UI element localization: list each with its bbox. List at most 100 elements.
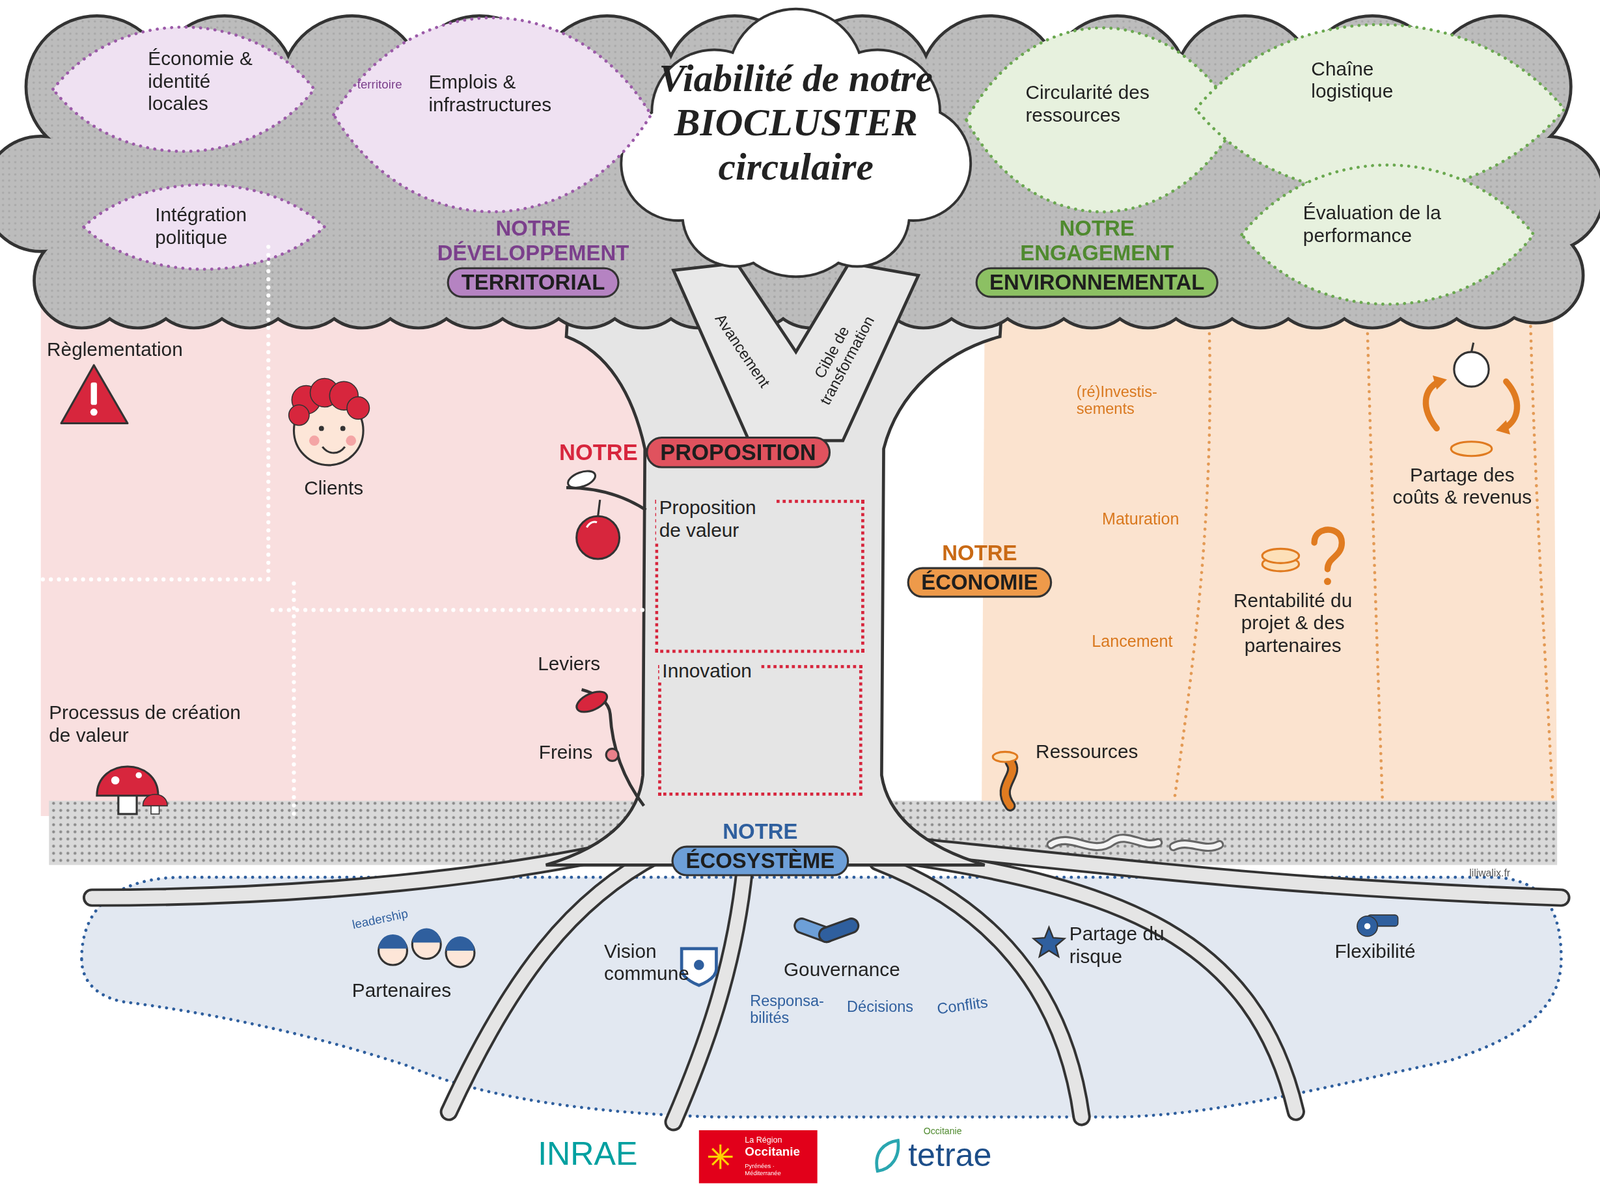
pink-region	[41, 244, 654, 817]
canopy	[0, 17, 1600, 327]
node-text: territoire	[357, 78, 403, 94]
worm-coin	[1005, 762, 1013, 806]
canopy	[0, 17, 1600, 327]
canvas-cell: Processus de création de valeur	[41, 581, 297, 817]
mushroom-icon	[111, 776, 120, 786]
title-cloud	[622, 10, 970, 276]
trunk	[546, 255, 1006, 866]
leaf-box: Circularité des ressources	[964, 25, 1240, 215]
node-text: Conflits	[936, 989, 1015, 1018]
client-face	[340, 425, 346, 431]
partners-icon	[445, 936, 475, 952]
circular-arrows-icon	[1173, 104, 1212, 136]
label-text: Occitanie	[923, 1126, 963, 1138]
node-text: Clients	[303, 477, 427, 500]
node-text: leadership	[351, 907, 410, 933]
ground	[1173, 844, 1220, 848]
dotted-box: Innovation	[658, 665, 863, 797]
orange-region	[1530, 326, 1553, 807]
mushroom-icon	[142, 794, 168, 807]
shield-icon	[693, 960, 705, 971]
whistle-icon	[1357, 916, 1378, 937]
region-logo	[712, 1148, 729, 1166]
leaf-box: Intégration politique	[81, 183, 327, 271]
apple-cycle	[1432, 375, 1448, 390]
leaf-outline	[1195, 24, 1565, 194]
tetrae-logo	[876, 1141, 899, 1172]
node-text: Partage des coûts & revenus	[1385, 464, 1539, 509]
leaf-outline	[333, 17, 652, 212]
whistle-icon	[1357, 915, 1399, 937]
sprout-icon	[121, 210, 142, 227]
apple-cycle	[1471, 343, 1474, 353]
title-cloud	[622, 10, 970, 276]
node-text: NOTRE DÉVELOPPEMENT	[430, 216, 636, 266]
node-text: Responsa- bilités	[749, 992, 830, 1028]
map-icon	[111, 71, 114, 105]
label-text: Leviers	[537, 652, 601, 676]
orange-region	[981, 305, 1558, 817]
apple-icon	[598, 499, 601, 517]
node-text: Évaluation de la performance	[1303, 201, 1457, 247]
handshake-icon	[816, 917, 860, 945]
leaf-outline	[966, 27, 1239, 213]
leaf-box: Chaîne logistique	[1193, 22, 1567, 196]
economy-column: Rentabilité du projet & des partenaires	[1204, 326, 1378, 817]
label-text: Pyrénées · Méditerranée	[744, 1163, 812, 1178]
pink-region	[41, 244, 654, 817]
ecosystem-region: leadershipPartenairesVision communeGouve…	[81, 877, 1561, 1118]
region-logo	[712, 1148, 729, 1166]
check-leaf-icon	[1456, 208, 1503, 251]
blue-region	[81, 877, 1561, 1118]
trunk	[565, 468, 598, 492]
node-text: NOTRE	[941, 540, 1017, 566]
map-icon	[81, 63, 128, 105]
warning-icon	[61, 365, 128, 424]
client-face	[289, 378, 370, 466]
node-text: Chaîne logistique	[1310, 57, 1423, 103]
worm-coin	[992, 751, 1018, 806]
leaf-box: Économie & identité locales	[50, 25, 317, 153]
label-text: INRAE	[537, 1135, 638, 1174]
star-icon	[1033, 927, 1065, 957]
section-pill: NOTRE DÉVELOPPEMENTTERRITORIAL	[413, 216, 653, 299]
node-text: Économie & identité locales	[147, 48, 271, 116]
sprout-icon	[105, 213, 126, 230]
label-text: tetrae	[908, 1136, 992, 1175]
canopy	[0, 17, 1600, 327]
ground	[1051, 838, 1159, 847]
apple-icon	[586, 522, 597, 528]
node-text: Lancement	[1091, 632, 1184, 652]
warning-icon	[61, 365, 128, 424]
circular-arrows-icon	[1173, 114, 1188, 127]
orange-region	[1367, 326, 1384, 807]
ground	[1173, 844, 1220, 848]
node-text: Ressources	[1035, 740, 1153, 763]
label-text: liliwalix.fr	[1469, 867, 1511, 879]
section-pill: NOTREÉCONOMIE	[897, 540, 1062, 599]
title-cloud	[622, 10, 970, 276]
pill-label: ENVIRONNEMENTAL	[975, 267, 1219, 299]
orange-region	[1173, 326, 1554, 807]
pill-label: PROPOSITION	[645, 436, 830, 469]
node-text: NOTRE ENGAGEMENT	[1010, 216, 1184, 266]
mushroom-icon	[96, 766, 159, 797]
apple-icon	[576, 516, 620, 560]
node-text: Vision commune	[604, 940, 684, 985]
node-text: NOTRE	[722, 819, 798, 845]
partners-icon	[378, 934, 408, 950]
node-text: (ré)Investis- sements	[1076, 382, 1179, 418]
sprout-icon	[105, 210, 142, 247]
pill-label: TERRITORIAL	[447, 267, 620, 299]
section-pill: NOTREÉCOSYSTÈME	[663, 819, 858, 877]
node-text: Décisions	[846, 997, 929, 1016]
pin-icon	[361, 95, 387, 131]
circular-arrows-icon	[1180, 104, 1212, 136]
sprout-icon	[122, 224, 125, 247]
apple-cycle	[1495, 420, 1511, 435]
partners-icon	[412, 928, 441, 944]
leaf-shape	[1193, 22, 1567, 196]
leaf-outline	[83, 184, 325, 270]
